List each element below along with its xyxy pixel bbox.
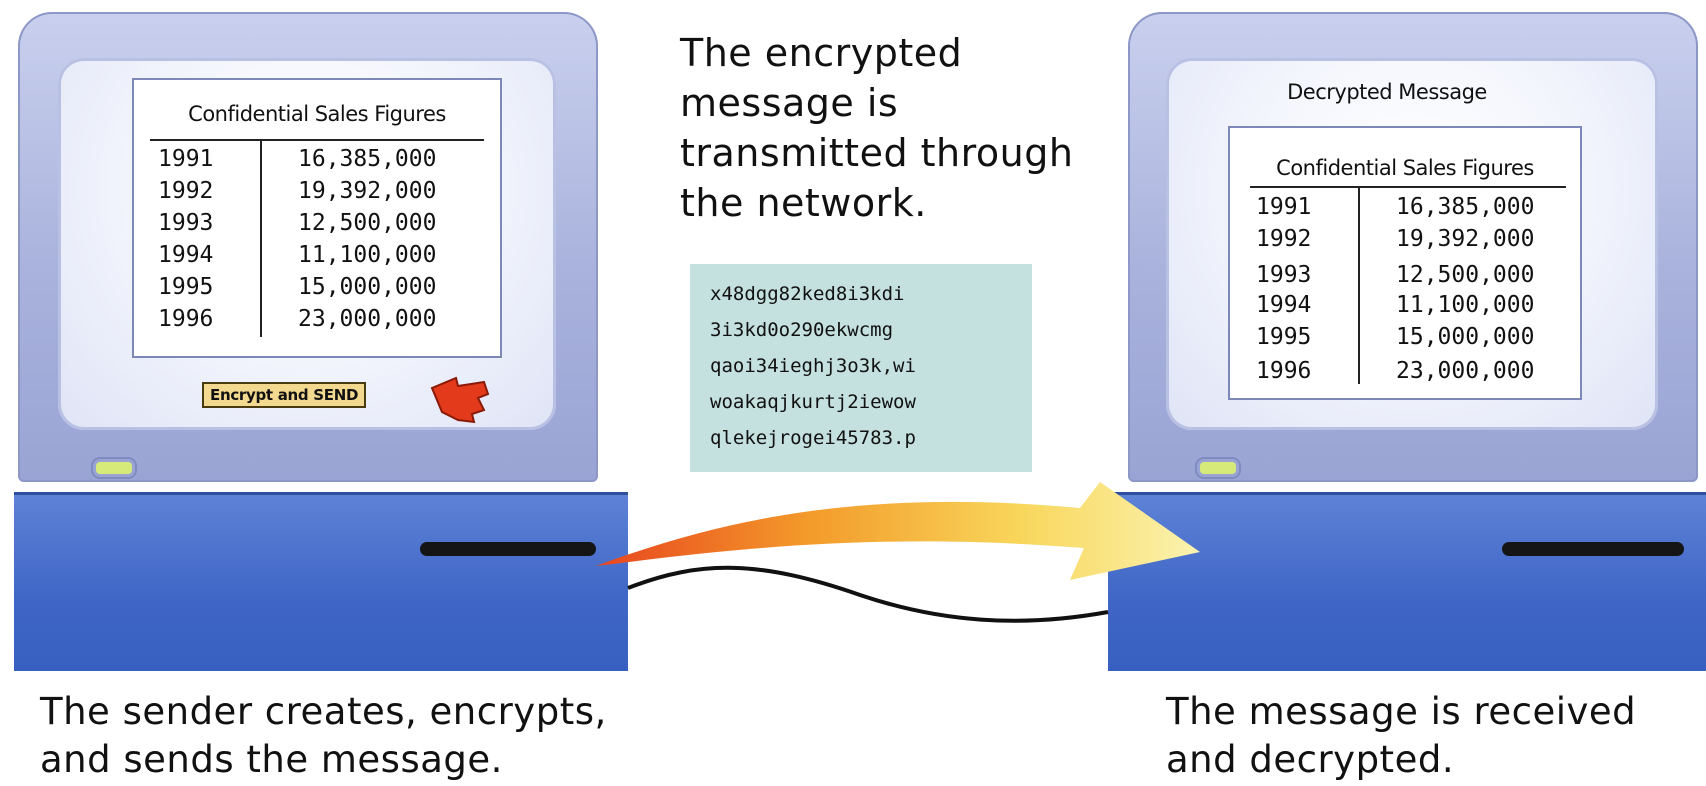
value-cell: 16,385,000 <box>1396 194 1535 220</box>
sender-caption-line: and sends the message. <box>40 738 503 781</box>
year-cell: 1992 <box>158 178 214 204</box>
sender-table-header-rule <box>150 139 484 141</box>
value-cell: 11,100,000 <box>298 242 437 268</box>
year-cell: 1995 <box>1256 324 1312 350</box>
receiver-power-light <box>1200 462 1236 474</box>
value-cell: 23,000,000 <box>1396 358 1535 384</box>
year-cell: 1992 <box>1256 226 1312 252</box>
sender-caption: The sender creates, encrypts, and sends … <box>40 688 607 784</box>
value-cell: 12,500,000 <box>298 210 437 236</box>
sender-disk-slot <box>420 542 596 556</box>
year-cell: 1991 <box>1256 194 1312 220</box>
value-cell: 12,500,000 <box>1396 262 1535 288</box>
cipher-line: woakaqjkurtj2iewow <box>710 391 916 413</box>
sender-table-title: Confidential Sales Figures <box>188 102 446 126</box>
network-caption-line: The encrypted <box>680 31 963 75</box>
encrypt-and-send-button[interactable]: Encrypt and SEND <box>202 382 367 408</box>
sender-base-unit <box>14 492 628 671</box>
year-cell: 1994 <box>158 242 214 268</box>
value-cell: 23,000,000 <box>298 306 437 332</box>
sender-table-column-rule <box>260 141 262 337</box>
cipher-line: qaoi34ieghj3o3k,wi <box>710 355 916 377</box>
year-cell: 1994 <box>1256 292 1312 318</box>
network-cable <box>627 565 1109 623</box>
receiver-sales-table: Confidential Sales Figures 1991 16,385,0… <box>1228 126 1582 400</box>
receiver-table-header-rule <box>1250 186 1566 188</box>
cipher-line: 3i3kd0o290ekwcmg <box>710 319 894 341</box>
value-cell: 19,392,000 <box>1396 226 1535 252</box>
receiver-caption-line: and decrypted. <box>1166 738 1455 781</box>
pointer-hand-icon <box>430 376 490 424</box>
receiver-caption-line: The message is received <box>1166 690 1637 733</box>
network-caption-line: the network. <box>680 181 927 225</box>
value-cell: 15,000,000 <box>298 274 437 300</box>
receiver-base-unit <box>1108 492 1706 671</box>
receiver-table-column-rule <box>1358 188 1360 384</box>
cipher-line: qlekejrogei45783.p <box>710 427 916 449</box>
network-caption-line: transmitted through <box>680 131 1074 175</box>
year-cell: 1995 <box>158 274 214 300</box>
year-cell: 1993 <box>158 210 214 236</box>
value-cell: 15,000,000 <box>1396 324 1535 350</box>
value-cell: 16,385,000 <box>298 146 437 172</box>
year-cell: 1996 <box>158 306 214 332</box>
encrypted-message-box: x48dgg82ked8i3kdi 3i3kd0o290ekwcmg qaoi3… <box>690 264 1032 472</box>
receiver-disk-slot <box>1502 542 1684 556</box>
sender-caption-line: The sender creates, encrypts, <box>40 690 607 733</box>
year-cell: 1996 <box>1256 358 1312 384</box>
sender-power-light <box>96 462 132 474</box>
year-cell: 1991 <box>158 146 214 172</box>
receiver-table-title: Confidential Sales Figures <box>1276 156 1534 180</box>
network-caption: The encrypted message is transmitted thr… <box>680 28 1073 228</box>
network-caption-line: message is <box>680 81 899 125</box>
year-cell: 1993 <box>1256 262 1312 288</box>
cipher-line: x48dgg82ked8i3kdi <box>710 283 905 305</box>
value-cell: 11,100,000 <box>1396 292 1535 318</box>
transmission-arrow <box>596 482 1200 580</box>
decrypted-message-heading: Decrypted Message <box>1287 80 1487 104</box>
receiver-caption: The message is received and decrypted. <box>1166 688 1636 784</box>
sender-sales-table: Confidential Sales Figures 1991 16,385,0… <box>132 78 502 358</box>
value-cell: 19,392,000 <box>298 178 437 204</box>
